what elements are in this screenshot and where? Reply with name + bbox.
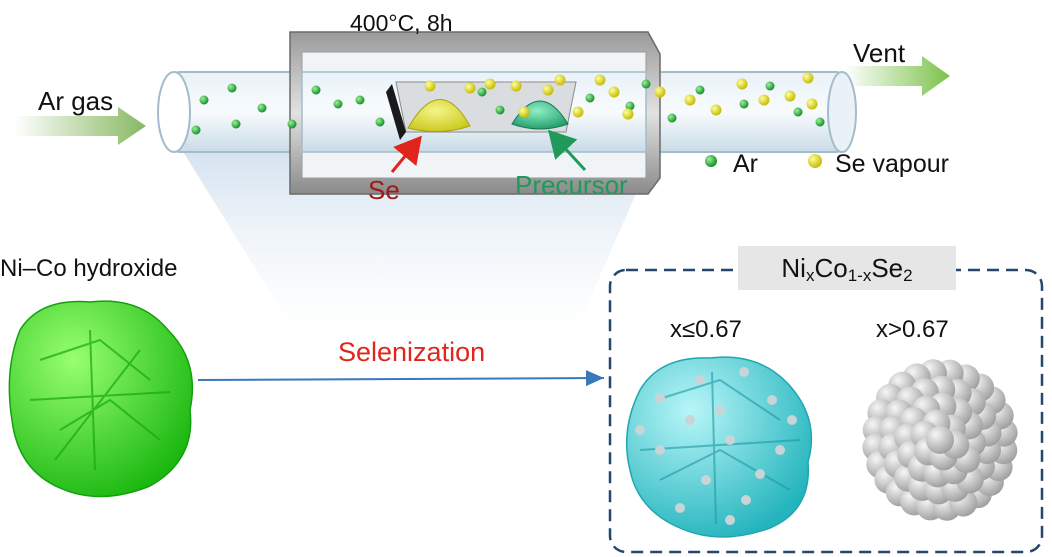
condition-low-x-label: x≤0.67 — [670, 316, 742, 343]
formula-sub-x: x — [805, 266, 815, 285]
nanoparticle — [695, 375, 705, 385]
nanoparticle-dots — [635, 367, 797, 525]
ar-particle — [257, 103, 267, 113]
se-vapour-particle — [484, 78, 496, 90]
formula-ni: Ni — [781, 253, 806, 283]
nanoparticle — [787, 415, 797, 425]
nanoparticle — [635, 425, 645, 435]
se-powder-heap — [407, 99, 471, 132]
ar-particle — [625, 101, 635, 111]
formula-co: Co — [814, 253, 848, 283]
formula-sub-1x: 1-x — [847, 266, 872, 285]
selenization-arrow — [197, 370, 605, 387]
projection-cone — [182, 150, 655, 340]
nanoparticle — [715, 405, 725, 415]
se-vapour-particle — [464, 82, 476, 94]
ar-particle — [695, 85, 705, 95]
nanoparticle — [655, 393, 665, 403]
ar-particle — [739, 99, 749, 109]
nanoparticle — [755, 469, 765, 479]
se-vapour-particle — [684, 94, 696, 106]
ar-particle — [375, 117, 385, 127]
nanoparticle — [725, 515, 735, 525]
se-vapour-particle — [572, 106, 584, 118]
gas-inlet-arrow — [14, 107, 146, 145]
condition-high-x-label: x>0.67 — [876, 316, 949, 343]
nanoparticle — [725, 435, 735, 445]
product-formula-label: NixCo1-xSe2 — [738, 246, 956, 290]
ar-particle — [227, 83, 237, 93]
ar-particle — [793, 107, 803, 117]
legend-ar-dot — [705, 155, 717, 167]
selenization-label: Selenization — [338, 337, 486, 367]
vent-arrow — [845, 56, 950, 96]
starting-material-label: Ni–Co hydroxide — [0, 255, 178, 282]
ar-particle — [585, 93, 595, 103]
nanoparticle — [655, 445, 665, 455]
se-vapour-particle — [518, 106, 530, 118]
ar-gas-label: Ar gas — [38, 86, 114, 116]
nanoparticle — [675, 503, 685, 513]
se-vapour-particle — [654, 86, 666, 98]
nanoparticle-sphere-high-x — [862, 359, 1018, 521]
precursor-label: Precursor — [515, 170, 628, 200]
ar-particle — [287, 119, 297, 129]
ar-particle — [231, 119, 241, 129]
se-vapour-particle — [802, 72, 814, 84]
ar-particle — [815, 117, 825, 127]
nanoparticle — [739, 367, 749, 377]
se-vapour-particle — [806, 98, 818, 110]
nanoparticle — [741, 495, 751, 505]
ar-particle — [667, 113, 677, 123]
ar-particle — [495, 105, 505, 115]
nanoparticle — [775, 445, 785, 455]
ar-particle — [765, 81, 775, 91]
ar-particle — [641, 79, 651, 89]
se-pointer-arrow — [390, 135, 422, 173]
se-vapour-particle — [736, 78, 748, 90]
se-source-label: Se — [368, 175, 400, 205]
nanoparticle — [767, 395, 777, 405]
se-vapour-particle — [510, 80, 522, 92]
precursor-pointer-arrow — [547, 129, 587, 172]
nanoparticle — [685, 415, 695, 425]
ar-particle — [477, 87, 487, 97]
ar-particle — [191, 125, 201, 135]
formula-se: Se — [871, 253, 904, 283]
temperature-condition-label: 400°C, 8h — [350, 10, 453, 36]
se-vapour-particle — [594, 74, 606, 86]
tube-particles — [191, 72, 825, 135]
ar-particle — [199, 95, 209, 105]
se-vapour-particle — [710, 104, 722, 116]
legend-ar-label: Ar — [733, 150, 758, 178]
nanoflower-product-low-x — [625, 356, 813, 538]
formula-sub-2: 2 — [903, 266, 913, 285]
ar-particle — [333, 99, 343, 109]
legend-se-dot — [808, 154, 822, 168]
se-vapour-particle — [784, 90, 796, 102]
vent-label: Vent — [853, 38, 906, 68]
ar-particle — [311, 85, 321, 95]
se-vapour-particle — [622, 108, 634, 120]
ar-particle — [355, 95, 365, 105]
se-vapour-particle — [542, 84, 554, 96]
nanoparticle — [701, 475, 711, 485]
legend-se-vapour-label: Se vapour — [835, 150, 949, 178]
nanoparticle — [926, 426, 954, 454]
se-vapour-particle — [554, 74, 566, 86]
se-vapour-particle — [424, 80, 436, 92]
ni-co-hydroxide-sphere — [8, 300, 194, 498]
se-vapour-particle — [608, 86, 620, 98]
se-vapour-particle — [758, 94, 770, 106]
